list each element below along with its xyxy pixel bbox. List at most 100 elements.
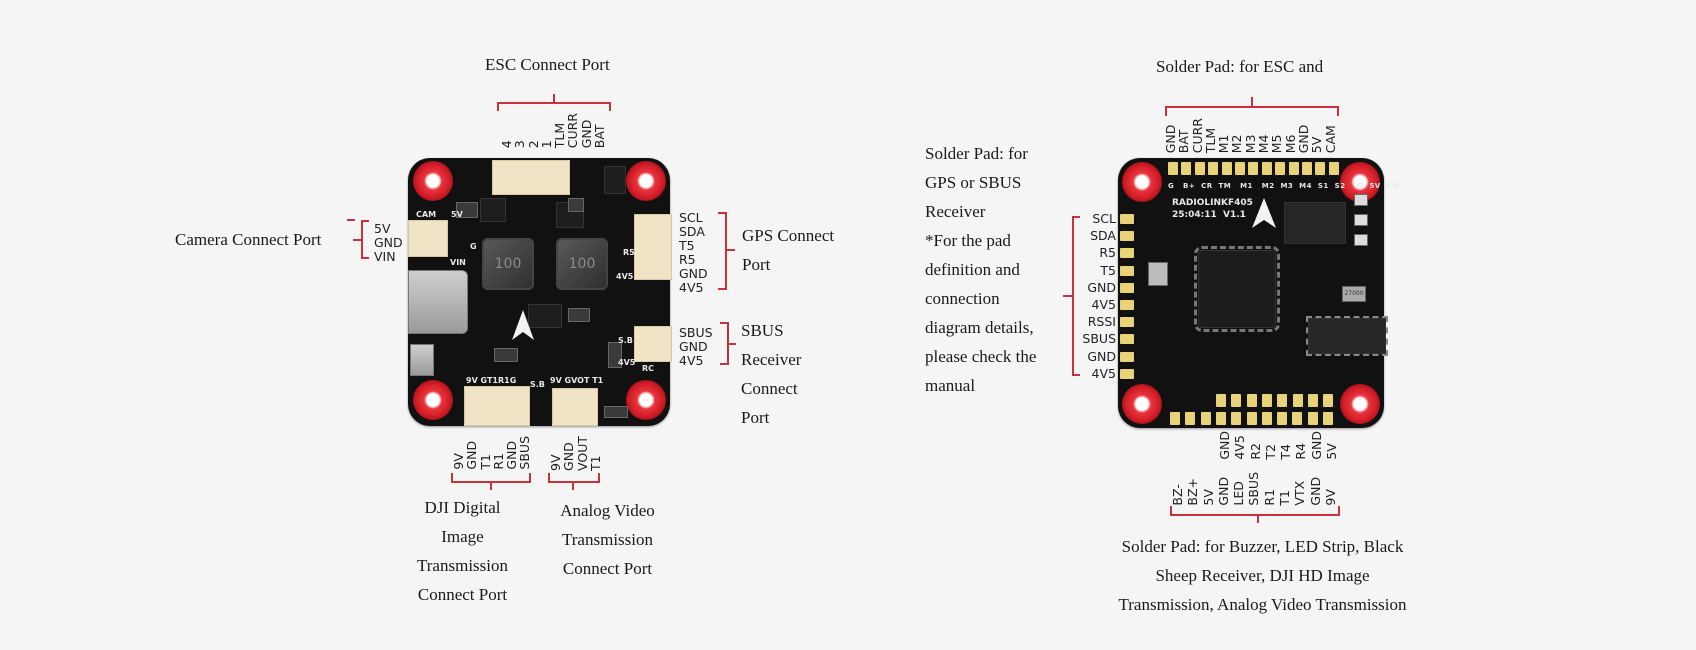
solder-pad — [1120, 317, 1134, 328]
pin-label: GND — [1087, 279, 1116, 295]
solder-pad — [1277, 394, 1288, 407]
silk-model: RADIOLINKF405 — [1172, 198, 1253, 208]
pin-label: R1 — [1261, 488, 1277, 506]
pin-label: 5V — [1324, 443, 1340, 460]
pin-label: 1 — [538, 140, 554, 149]
ic-chip — [480, 198, 506, 222]
pin-label: M2 — [1229, 134, 1245, 154]
gps-connector — [634, 214, 672, 280]
caption-line: Port — [742, 255, 771, 274]
solder-pad — [1292, 394, 1303, 407]
pin-label: R2 — [1247, 443, 1263, 460]
pin-label: GND — [464, 440, 480, 470]
solder-pad — [1328, 162, 1339, 175]
led — [1354, 214, 1368, 226]
caption-line: Connect Port — [417, 585, 508, 604]
silk-top-labels: G B+ CR TM M1 M2 M3 M4 S1 S2 G 5V CM — [1168, 182, 1400, 190]
pin-label: M6 — [1282, 134, 1298, 154]
gps-sbus-solder-pad-caption: Solder Pad: for GPS or SBUS Receiver *Fo… — [925, 139, 1036, 400]
pin-label: VOUT — [574, 436, 590, 471]
camera-connect-port-caption: Camera Connect Port — [175, 230, 322, 249]
mounting-hole — [1122, 384, 1162, 424]
pin-label: 4 — [499, 140, 514, 149]
analog-vtx-port-pin-labels: 9V GND VOUT T1 — [548, 436, 603, 471]
mounting-hole — [413, 380, 453, 420]
caption-line: please check the — [925, 347, 1037, 366]
pin-label: 5V — [1309, 136, 1325, 154]
solder-pad — [1120, 282, 1134, 293]
caption-line: diagram details, — [925, 318, 1034, 337]
caption-line: Solder Pad: for Buzzer, LED Strip, Black — [1121, 537, 1404, 556]
solder-pad — [1292, 412, 1303, 425]
solder-pad — [1277, 412, 1288, 425]
caption-line: Connect Port — [562, 559, 653, 578]
silk-cam-5v: 5V — [451, 210, 463, 219]
solder-pad — [1120, 265, 1134, 276]
solder-pad — [1231, 412, 1242, 425]
mounting-hole — [626, 380, 666, 420]
pin-label: LED — [1231, 481, 1247, 506]
solder-pad — [1275, 162, 1286, 175]
solder-pad — [1261, 394, 1272, 407]
silk-rc-4v5: 4V5 — [618, 358, 636, 367]
pin-label: GND — [374, 235, 403, 250]
silk-gps-4v5: 4V5 — [616, 272, 634, 281]
pin-label: GND — [679, 339, 708, 354]
smd-component — [608, 342, 622, 368]
solder-pad — [1120, 231, 1134, 242]
solder-pad — [1307, 412, 1318, 425]
radiolink-logo-icon — [512, 310, 534, 340]
pin-label: GND — [578, 119, 594, 149]
pin-label: BZ- — [1170, 484, 1185, 506]
pin-label: M5 — [1269, 134, 1285, 154]
caption-line: Port — [741, 408, 770, 427]
silk-cam-g: G — [470, 242, 477, 251]
caption-line: GPS or SBUS — [925, 173, 1022, 192]
pin-label: 5V — [1200, 489, 1216, 506]
pin-label: R4 — [1293, 443, 1309, 460]
dji-connector — [464, 386, 530, 426]
esc-solder-pad-caption: Solder Pad: for ESC and — [1156, 57, 1324, 76]
caption-line: DJI Digital — [424, 498, 501, 517]
caption-line: Analog Video — [560, 501, 655, 520]
pin-label: T4 — [1278, 444, 1294, 460]
solder-pad — [1261, 412, 1272, 425]
caption-line: Connect — [741, 379, 798, 398]
mounting-hole — [1122, 162, 1162, 202]
camera-port-pin-labels: 5V GND VIN — [374, 222, 403, 264]
pin-label: 5V — [374, 221, 391, 236]
pin-label: BZ+ — [1185, 477, 1201, 506]
led — [1354, 194, 1368, 206]
pin-label: RSSI — [1087, 314, 1116, 330]
caption-line: *For the pad — [925, 231, 1011, 250]
mounting-hole — [413, 161, 453, 201]
caption-line: Receiver — [741, 350, 802, 369]
bottom-solder-pad-caption: Solder Pad: for Buzzer, LED Strip, Black… — [1080, 532, 1445, 619]
solder-pad — [1185, 412, 1196, 425]
pin-label: CAM — [1322, 125, 1338, 154]
pin-label: 3 — [512, 140, 528, 149]
pin-label: 4V5 — [1232, 435, 1248, 460]
ic-chip — [528, 304, 562, 328]
crystal-27mhz: 27000 — [1342, 286, 1366, 302]
solder-pad — [1323, 412, 1333, 425]
caption-line: Solder Pad: for — [925, 144, 1028, 163]
caption-line: Receiver — [925, 202, 986, 221]
pin-label: SDA — [679, 224, 705, 239]
solder-pad — [1246, 412, 1257, 425]
esc-connector — [492, 160, 570, 195]
pin-label: R1 — [490, 452, 506, 470]
pin-label: 4V5 — [1091, 365, 1116, 381]
gps-connect-port-caption: GPS Connect Port — [742, 221, 834, 279]
caption-line: Transmission — [561, 530, 653, 549]
analog-video-transmission-caption: Analog Video Transmission Connect Port — [545, 496, 670, 583]
smd-component — [568, 308, 590, 322]
caption-line: Transmission — [416, 556, 508, 575]
inductor: 100 — [482, 238, 534, 290]
inductor-label: 100 — [494, 256, 522, 272]
analog-vtx-connector — [552, 388, 598, 426]
caption-line: SBUS — [741, 321, 784, 340]
solder-pad — [1246, 394, 1257, 407]
flash-chip — [1284, 202, 1346, 244]
bottom-inner-pads-pin-labels: GND 4V5 R2 T2 T4 R4 GND 5V — [1217, 431, 1340, 460]
